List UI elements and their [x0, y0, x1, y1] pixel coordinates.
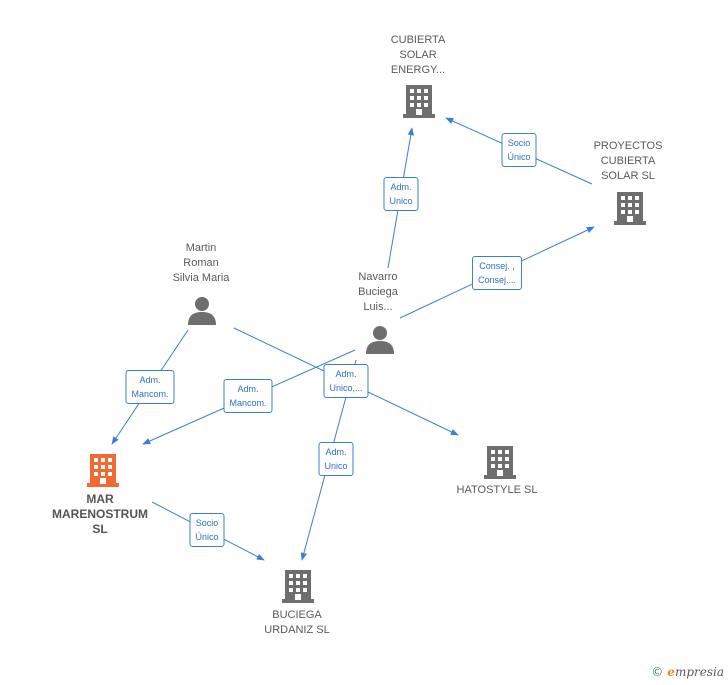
- edge-label-navarro-mar[interactable]: Adm. Mancom.: [223, 379, 273, 413]
- main-company-building-icon[interactable]: [87, 452, 119, 487]
- edge-label-mar-buciega[interactable]: Socio Único: [189, 513, 225, 547]
- edge-label-martin-hatostyle[interactable]: Adm. Unico,...: [323, 364, 369, 398]
- node-label-hatostyle[interactable]: HATOSTYLE SL: [456, 484, 538, 496]
- node-label-martin[interactable]: Martin Roman Silvia Maria: [172, 242, 230, 284]
- building-icon[interactable]: [614, 190, 646, 225]
- edge-label-navarro-buciega[interactable]: Adm. Unico: [318, 442, 354, 476]
- edge-label-proyectos-cubierta[interactable]: Socio Único: [501, 133, 537, 167]
- node-label-mar[interactable]: MAR MARENOSTRUM SL: [52, 492, 148, 536]
- node-label-buciega[interactable]: BUCIEGA URDANIZ SL: [264, 609, 330, 636]
- building-icon[interactable]: [282, 568, 314, 603]
- node-label-cubierta[interactable]: CUBIERTA SOLAR ENERGY...: [390, 34, 446, 76]
- brand-e: e: [667, 665, 675, 679]
- brand-rest: mpresia: [674, 665, 724, 679]
- person-icon[interactable]: [365, 324, 395, 354]
- edge-label-navarro-cubierta[interactable]: Adm. Unico: [383, 177, 419, 211]
- node-label-proyectos[interactable]: PROYECTOS CUBIERTA SOLAR SL: [593, 140, 663, 182]
- building-icon[interactable]: [484, 444, 516, 479]
- building-icon[interactable]: [403, 83, 435, 118]
- empresia-watermark: ©empresia: [651, 665, 724, 679]
- node-label-navarro[interactable]: Navarro Buciega Luis...: [358, 271, 398, 313]
- copyright-symbol: ©: [651, 665, 664, 679]
- person-icon[interactable]: [187, 295, 217, 325]
- edge-label-martin-mar[interactable]: Adm. Mancom.: [125, 370, 175, 404]
- edge-label-navarro-proyectos[interactable]: Consej. , Consej....: [471, 256, 523, 290]
